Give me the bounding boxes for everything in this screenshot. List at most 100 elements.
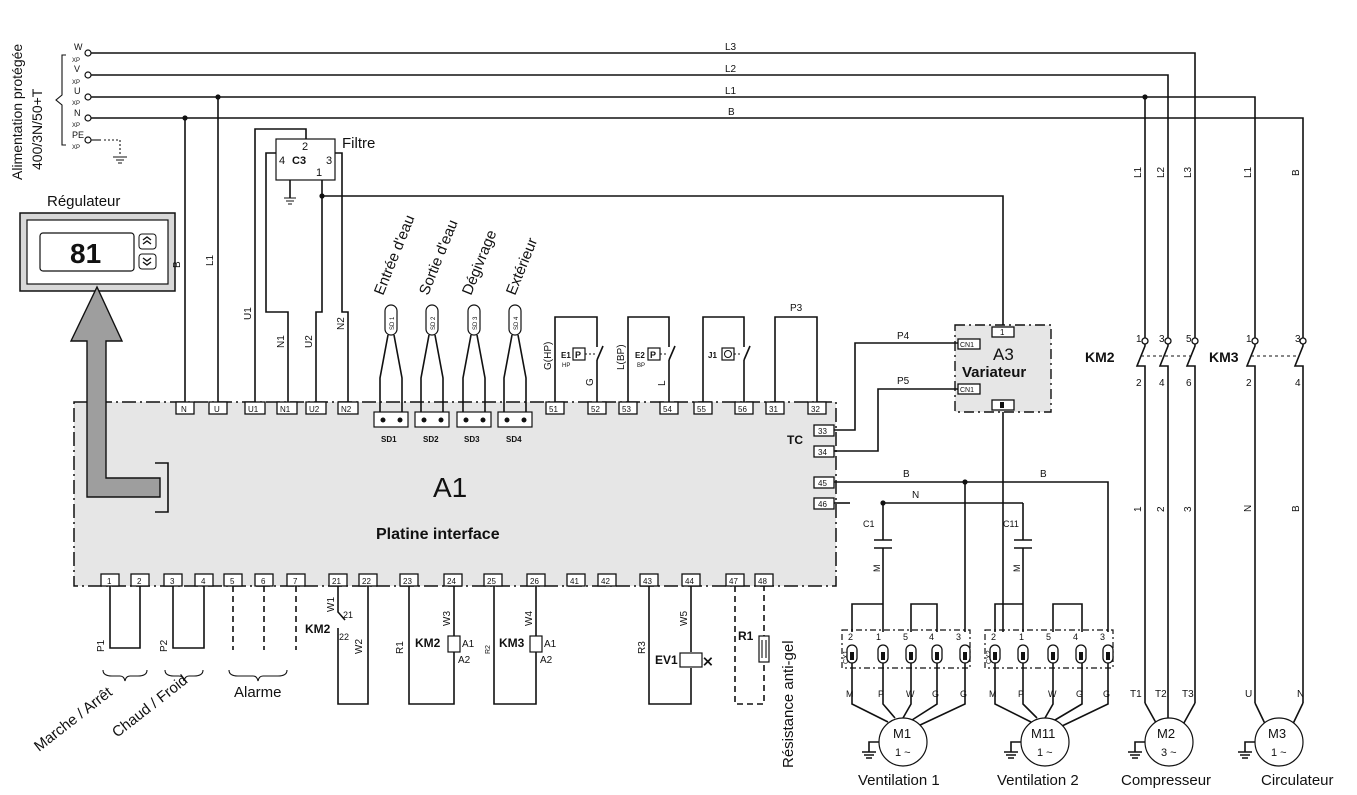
sensor-code-3: SD 3 [473, 316, 479, 330]
sensor-sd1: SD 1 SD1 [373, 304, 409, 444]
bt-47-text: 47 [729, 577, 738, 586]
km2-aux-22: 22 [339, 632, 349, 642]
tt-55-text: 55 [697, 405, 706, 414]
km2-a2: A2 [458, 655, 471, 666]
bottom-terminals: 1 2 3 4 5 6 7 21 22 23 24 25 26 41 42 43… [100, 573, 774, 587]
m3-n: N [1297, 689, 1304, 700]
feed-km2-l1: L1 [1133, 166, 1144, 178]
wire-l1: L1 [205, 254, 216, 266]
cx2-pin-4: 4 [1073, 632, 1078, 642]
regulator: Régulateur 81 [19, 193, 176, 292]
bt-2-text: 2 [137, 577, 142, 586]
regulator-arrow-icon [69, 285, 161, 498]
antifreeze-label: Résistance anti-gel [780, 640, 797, 768]
bt-24-text: 24 [447, 577, 456, 586]
e1-label: E1 [561, 351, 571, 360]
supply-label-1: Alimentation protégée [9, 44, 25, 180]
km3-t3: 3 [1295, 334, 1301, 345]
feed-km2-l2: L2 [1156, 166, 1167, 178]
tt-54-text: 54 [663, 405, 672, 414]
variator-pin-top: 1 [1000, 328, 1005, 337]
term-u-sub: XP [72, 101, 80, 107]
sensor-label-3: Dégivrage [459, 228, 500, 298]
variator-name: Variateur [962, 364, 1026, 381]
bt-21: 21 [328, 573, 348, 587]
km2-a1: A1 [462, 639, 475, 650]
bus-lines: L3 L2 L1 B [91, 42, 1304, 402]
captions: Ventilation 1 Ventilation 2 Compresseur … [858, 772, 1334, 789]
m1-name: M1 [893, 726, 911, 741]
cap-c1-m: M [872, 565, 882, 573]
bt-24: 24 [443, 573, 463, 587]
km3-b2: 2 [1246, 378, 1252, 389]
bt-5: 5 [223, 573, 243, 587]
bt-41-text: 41 [570, 577, 579, 586]
wire-p3: P3 [790, 303, 803, 314]
ev1-label: EV1 [655, 653, 678, 667]
safety-loops: P E1 HP G(HP) G P E2 BP L(BP) L J1 P3 [543, 303, 818, 402]
term-pe-sub: XP [72, 145, 80, 151]
term-w: W [74, 42, 83, 52]
km3-a1: A1 [544, 639, 557, 650]
tt-31: 31 [765, 401, 785, 415]
tt-51: 51 [545, 401, 565, 415]
cap-c11-m: M [1012, 565, 1022, 573]
bt-3: 3 [163, 573, 183, 587]
term-n: N [74, 108, 81, 118]
f2-w-m: M [989, 689, 997, 699]
bt-48: 48 [754, 573, 774, 587]
f1-w-w: W [906, 689, 915, 699]
e2-label: E2 [635, 351, 645, 360]
filter-ref: C3 [292, 155, 306, 167]
caption-compresseur: Compresseur [1121, 772, 1211, 789]
term-pe: PE [72, 130, 84, 140]
st-33-text: 33 [818, 427, 827, 436]
st-33: 33 [813, 424, 835, 437]
st-46-text: 46 [818, 500, 827, 509]
f2-w-w: W [1048, 689, 1057, 699]
bt-44: 44 [681, 573, 701, 587]
bt-7: 7 [286, 573, 306, 587]
mid-1: 1 [1133, 506, 1144, 512]
board-a1: A1 Platine interface TC [69, 285, 837, 587]
tt-55: 55 [693, 401, 713, 415]
sd1-label: SD1 [381, 435, 397, 444]
wire-r2: R2 [485, 645, 492, 654]
tt-52-text: 52 [591, 405, 600, 414]
top-wiring: B L1 C3 2 4 3 1 Filtre U1 N1 U2 N2 [172, 128, 1004, 402]
term-v-sub: XP [72, 80, 80, 86]
bus-l3: L3 [725, 42, 737, 53]
tt-n1: N1 [276, 401, 298, 415]
variator-cn1-b: CN1 [960, 387, 974, 394]
variator-ref: A3 [993, 345, 1014, 364]
km2-label: KM2 [1085, 349, 1115, 365]
bt-47: 47 [725, 573, 745, 587]
bt-48-text: 48 [758, 577, 767, 586]
tt-32: 32 [807, 401, 827, 415]
wire-w1: W1 [326, 597, 337, 612]
tt-n2: N2 [337, 401, 359, 415]
bt-4-text: 4 [201, 577, 206, 586]
caption-ventilation-1: Ventilation 1 [858, 772, 940, 789]
term-n-sub: XP [72, 123, 80, 129]
wire-u1: U1 [243, 307, 254, 320]
wire-w2: W2 [354, 639, 365, 654]
sensor-sd3: SD 3 SD3 [456, 304, 492, 444]
km3-a2: A2 [540, 655, 553, 666]
cx2-pin-2: 1 [1019, 632, 1024, 642]
cx2-pin-3: 5 [1046, 632, 1051, 642]
bt-42-text: 42 [601, 577, 610, 586]
group-alarme: Alarme [234, 684, 282, 701]
caption-circulateur: Circulateur [1261, 772, 1334, 789]
filter-label: Filtre [342, 135, 375, 152]
wire-w4: W4 [524, 611, 535, 626]
fans-wiring: B B N C1 M C11 M [834, 469, 1109, 632]
sd4-label: SD4 [506, 435, 522, 444]
wire-p2: P2 [159, 639, 170, 652]
km2-b2: 2 [1136, 378, 1142, 389]
tt-53: 53 [618, 401, 638, 415]
bottom-wiring: P1 P2 W1 W2 KM2 21 22 R1 W3 KM2 A1 A2 R2… [96, 586, 797, 768]
regulator-label: Régulateur [47, 193, 120, 210]
tt-u-text: U [214, 405, 220, 414]
st-34: 34 [813, 445, 835, 458]
